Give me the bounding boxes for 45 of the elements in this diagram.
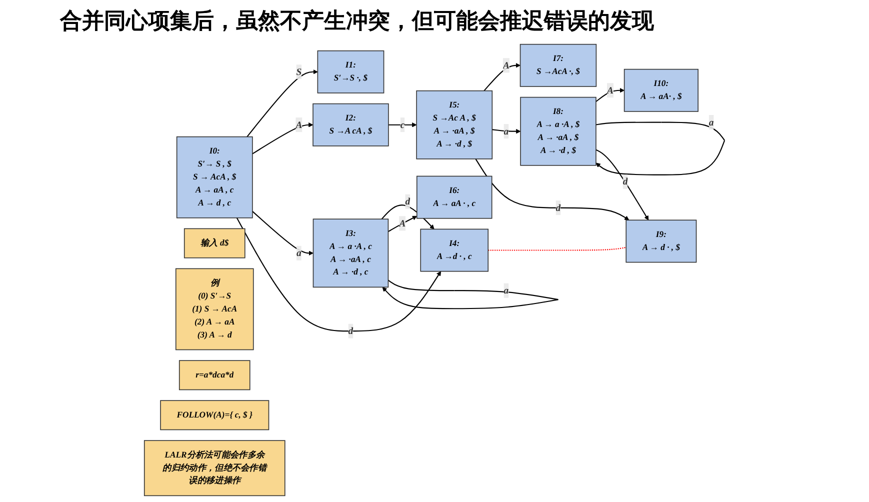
arrow <box>596 149 649 220</box>
arrow <box>252 122 314 154</box>
node-box: LALR分析法可能会作多余的归约动作，但绝不会作错误的移进操作 <box>144 440 286 496</box>
edge-label: d <box>622 176 628 187</box>
edge-label: A <box>399 218 406 229</box>
node-box: I9: A → d · , $ <box>626 220 697 263</box>
slide-title: 合并同心项集后，虽然不产生冲突，但可能会推迟错误的发现 <box>58 8 655 36</box>
node-box: I7: S →AcA ·, $ <box>520 44 597 87</box>
arrow <box>246 70 318 138</box>
node-box: I1: S′→S ·, $ <box>317 50 384 94</box>
edge-label: d <box>348 325 354 336</box>
edge-label: a <box>708 116 714 128</box>
edge-label: a <box>504 284 509 296</box>
node-box: 输入 d$ <box>184 228 246 258</box>
edge-label: c <box>400 119 405 130</box>
node-box: I10: A → aA· , $ <box>624 68 698 112</box>
node-box: I3: A → a ·A , c A → ·aA , c A → ·d , c <box>312 218 389 288</box>
edge-label: S <box>296 66 302 78</box>
arrow <box>596 122 726 176</box>
arrow <box>236 218 442 332</box>
arrow <box>382 280 558 310</box>
node-box: FOLLOW(A)={ c, $ } <box>160 400 270 430</box>
edge-label: d <box>556 202 561 213</box>
edge-label: A <box>502 60 510 71</box>
edge-label: A <box>607 84 614 96</box>
arrow <box>252 210 314 256</box>
edge-label: d <box>405 196 410 207</box>
node-box: I2: S →A cA , $ <box>312 103 389 146</box>
arrow <box>388 122 417 128</box>
node-box: 例 (0) S′→S (1) S → AcA (2) A → aA (3) A → d <box>175 268 254 350</box>
edge-label: a <box>296 247 302 258</box>
arrow <box>388 216 418 232</box>
node-box: I6: A → aA · , c <box>416 176 492 219</box>
node-box: I0: S′→ S , $ S → AcA , $ A → aA , c A → d , c <box>176 136 253 218</box>
node-box: I5: S →Ac A , $ A → ·aA , $ A → ·d , $ <box>416 90 493 160</box>
node-box: r=a*dca*d <box>178 360 250 390</box>
arrow <box>475 158 630 220</box>
edge-label: a <box>504 126 509 136</box>
arrow <box>381 204 434 230</box>
node-box: I4: A →d · , c <box>420 228 489 272</box>
arrow <box>484 63 520 92</box>
node-box: I8: A → a ·A , $ A → ·aA , $ A → ·d , $ <box>520 96 596 166</box>
connector <box>488 246 626 251</box>
arrow <box>596 88 625 102</box>
edge-label: A <box>296 119 302 130</box>
